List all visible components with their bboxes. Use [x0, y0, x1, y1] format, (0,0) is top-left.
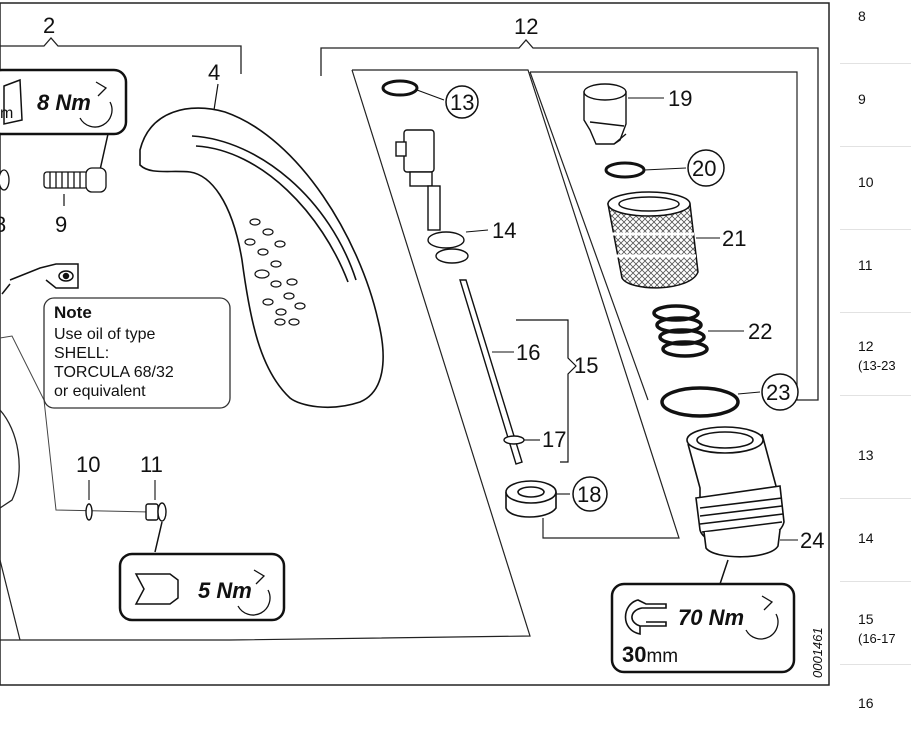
part-4-cover — [139, 107, 384, 408]
part-16-pin — [459, 279, 523, 465]
parts-list-row: 16 — [840, 664, 911, 747]
wrench-icon — [624, 599, 667, 635]
diagram-frame — [0, 2, 830, 686]
row-range: (13-23 — [858, 358, 896, 373]
torque-box-5nm: 5 Nm — [118, 552, 286, 622]
unit-fragment: m — [0, 105, 13, 122]
frame-parts-19-23 — [529, 71, 798, 401]
wrench-size: 30mm — [622, 642, 678, 667]
parts-list-row: 9 — [840, 63, 911, 147]
label-21: 21 — [722, 226, 746, 251]
label-14: 14 — [492, 218, 516, 243]
part-11-plug — [145, 502, 167, 522]
label-22: 22 — [748, 319, 772, 344]
label-8: 8 — [0, 212, 6, 237]
label-12: 12 — [514, 14, 538, 39]
row-number: 9 — [858, 91, 866, 107]
label-19: 19 — [668, 86, 692, 111]
parts-list-row: 10 — [840, 146, 911, 230]
row-number: 8 — [858, 8, 866, 24]
parts-list-row: 8 — [840, 0, 911, 64]
row-number: 11 — [858, 257, 873, 273]
part-8-washer — [0, 169, 10, 191]
row-range: (16-17 — [858, 631, 896, 646]
part-17-ring — [503, 435, 525, 445]
parts-list-row: 12 (13-23 — [840, 312, 911, 396]
label-20: 20 — [692, 156, 716, 181]
label-11: 11 — [140, 452, 163, 477]
label-10: 10 — [76, 452, 100, 477]
note-heading: Note — [54, 303, 92, 322]
callout-13 — [445, 85, 479, 119]
part-18-nut — [505, 480, 557, 518]
label-4: 4 — [208, 60, 220, 85]
drawing-code: 0001461 — [810, 627, 825, 678]
label-9: 9 — [55, 212, 67, 237]
part-14-valve — [395, 129, 469, 264]
callout-23 — [761, 373, 799, 411]
part-13-oring — [381, 79, 419, 97]
row-number: 12 — [858, 338, 874, 354]
rotate-arrow-icon — [79, 81, 113, 128]
row-number: 15 — [858, 611, 874, 627]
parts-list-row: 15 (16-17 — [840, 581, 911, 665]
label-16: 16 — [516, 340, 540, 365]
parts-list-row: 11 — [840, 229, 911, 313]
label-18: 18 — [577, 482, 601, 507]
part-9-screw — [43, 167, 107, 193]
part-23-oring — [660, 386, 740, 418]
part-21-strainer — [607, 191, 699, 289]
label-17: 17 — [542, 427, 566, 452]
torque-5nm: 5 Nm — [198, 578, 252, 603]
callout-20 — [687, 149, 725, 187]
parts-list-sidebar: 8 9 10 11 12 (13-23 13 14 15 (16-17 16 — [840, 0, 911, 738]
label-24: 24 — [800, 528, 824, 553]
row-number: 14 — [858, 530, 874, 546]
part-19-insert — [583, 83, 627, 145]
label-2: 2 — [43, 13, 55, 38]
row-number: 10 — [858, 174, 874, 190]
note-box: Note Use oil of type SHELL: TORCULA 68/3… — [43, 297, 231, 409]
frame-parts-13-18 — [0, 69, 680, 641]
rotate-arrow-icon-3 — [745, 595, 779, 640]
note-line-1: Use oil of type — [54, 326, 155, 343]
part-24-connector — [686, 426, 785, 558]
torque-70nm: 70 Nm — [678, 605, 744, 630]
torque-8nm: 8 Nm — [37, 90, 91, 115]
label-15: 15 — [574, 353, 598, 378]
parts-list-row: 13 — [840, 415, 911, 499]
note-line-2: SHELL: — [54, 345, 109, 362]
callout-18 — [572, 476, 608, 512]
oil-can-icon — [1, 263, 79, 295]
exploded-parts-diagram: 2 12 m 8 Nm 9 8 — [0, 2, 830, 686]
parts-list-row: 14 — [840, 498, 911, 582]
part-20-oring — [604, 161, 646, 179]
row-number: 13 — [858, 447, 874, 463]
bracket-group-2 — [0, 37, 242, 74]
torque-box-8nm: m 8 Nm — [0, 68, 128, 171]
label-13: 13 — [450, 90, 474, 115]
note-line-4: or equivalent — [54, 383, 146, 400]
rotate-arrow-icon-2 — [237, 569, 271, 616]
part-22-spring — [652, 304, 709, 358]
part-10-oring — [85, 503, 93, 521]
bracket-group-12 — [320, 39, 819, 401]
brace-15 — [516, 319, 577, 463]
label-23: 23 — [766, 380, 790, 405]
torque-box-70nm: 70 Nm 30mm — [610, 582, 796, 674]
row-number: 16 — [858, 695, 874, 711]
housing-fragment — [0, 409, 20, 509]
note-line-3: TORCULA 68/32 — [54, 364, 174, 381]
